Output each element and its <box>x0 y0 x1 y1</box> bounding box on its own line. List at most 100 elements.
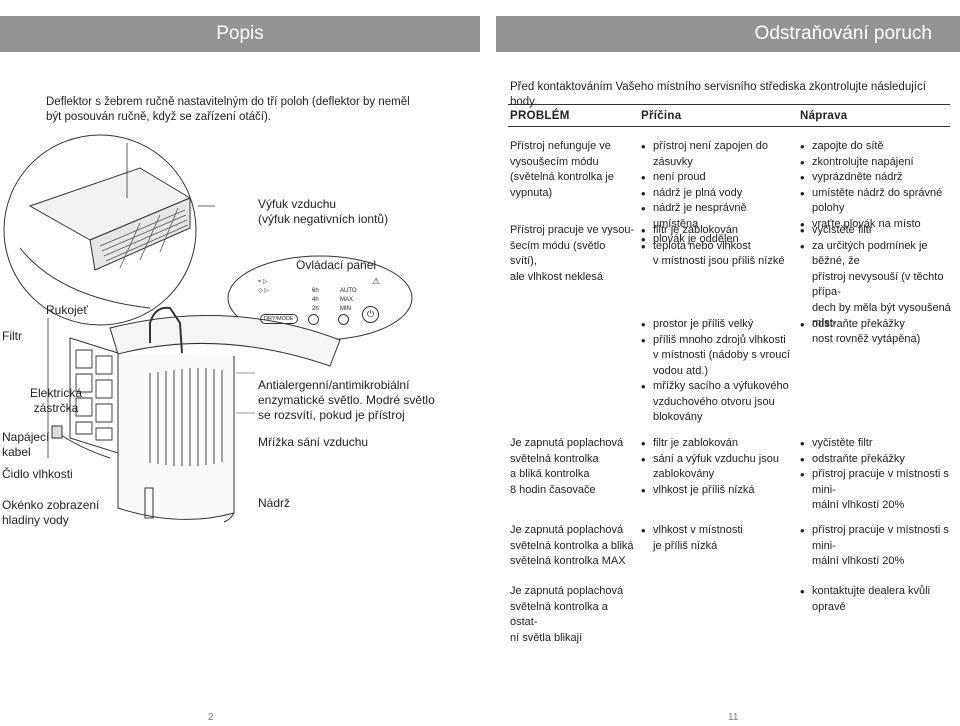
label-air-intake-grille: Mřížka sání vzduchu <box>258 435 369 449</box>
fix-list-item: zkontrolujte napájení <box>800 155 958 171</box>
row-1-problem-cell: Přístroj pracuje ve vysou-šecím módu (sv… <box>510 223 635 285</box>
cause-list-item: nádrž je plná vody <box>641 186 791 202</box>
humidity-button[interactable] <box>338 314 349 325</box>
problem-text-line: (světelná kontrolka je <box>510 171 614 183</box>
header-fix: Náprava <box>800 110 848 122</box>
left-page-title-banner: Popis <box>0 16 480 52</box>
row-0-problem-cell: Přístroj nefunguje ve vysoušecím módu (svě… <box>510 139 635 201</box>
fix-list-item: přístroj nevysouší (v těchto přípa- <box>812 270 944 299</box>
timer-button[interactable] <box>308 314 319 325</box>
left-page-title: Popis <box>216 23 264 44</box>
fix-list-item: vyčistěte filtr <box>800 223 958 239</box>
label-water-window-line2: hladiny vody <box>2 513 69 527</box>
cause-list-item: sání a výfuk vzduchu jsou <box>641 452 791 468</box>
cause-list-item: prostor je příliš velký <box>641 317 791 333</box>
cause-list-item: v místnosti (nádoby s vroucí <box>653 349 790 361</box>
cause-list-item: filtr je zablokován <box>641 436 791 452</box>
panel-mode-max: MAX <box>340 297 354 303</box>
problem-text-line: vypnuta) <box>510 186 553 199</box>
dry-mode-button[interactable]: DRY/MODE <box>260 314 298 324</box>
cause-list-item: přístroj není zapojen do zásuvky <box>641 139 791 170</box>
cause-list-item: filtr je zablokován <box>641 223 791 239</box>
control-panel: ≈ ▷◇ ▷ 6h 4h 2h AUTO MAX MIN ⚠ DRY/MODE … <box>258 276 408 346</box>
cause-list-item: blokovány <box>653 411 703 423</box>
row-1-cause-cell: filtr je zablokovánteplota nebo vlhkostv… <box>641 223 791 270</box>
panel-timer-2h: 2h <box>312 306 319 312</box>
right-page-number: 11 <box>728 712 739 723</box>
warning-icon: ⚠ <box>372 276 381 286</box>
fix-list-item: zapojte do sítě <box>800 139 958 155</box>
problem-text-line: světelná kontrolka <box>510 452 599 465</box>
cause-list-item: vlhkost v místnosti <box>641 523 791 539</box>
row-3-cause-cell: filtr je zablokovánsání a výfuk vzduchu … <box>641 436 791 498</box>
label-air-outlet-line1: Výfuk vzduchu <box>258 197 337 211</box>
panel-mode-labels: AUTO MAX MIN <box>340 287 357 314</box>
panel-timer-6h: 6h <box>312 288 319 294</box>
label-air-outlet: Výfuk vzduchu (výfuk negativních iontů) <box>258 197 388 227</box>
panel-mode-icons: ≈ ▷◇ ▷ <box>258 279 269 294</box>
right-page-title: Odstraňování poruch <box>754 23 932 44</box>
panel-mode-auto: AUTO <box>340 288 357 294</box>
label-plug: Elektrická zástrčka <box>30 386 82 416</box>
fix-list-item: mální vlhkostí 20% <box>812 555 905 567</box>
left-intro: Deflektor s žebrem ručně nastavitelným d… <box>46 96 410 123</box>
cause-list-item: mřížky sacího a výfukového <box>641 379 791 395</box>
label-water-window-line1: Okénko zobrazení <box>2 498 100 512</box>
fix-list-item: kontaktujte dealera kvůli opravě <box>800 584 958 615</box>
row-1-fix-cell: vyčistěte filtrza určitých podmínek je b… <box>800 223 958 347</box>
label-power-cable-line1: Napájecí <box>2 430 50 444</box>
problem-text-line: světelná kontrolka MAX <box>510 555 626 567</box>
label-plug-line1: Elektrická <box>30 386 83 400</box>
row-0-fix-cell: zapojte do sítězkontrolujte napájenívypr… <box>800 139 958 232</box>
fix-list-item: mální vlhkostí 20% <box>812 499 905 511</box>
fix-list-item: přístroj pracuje v místnosti s mini- <box>800 523 958 554</box>
problem-text-line: Přístroj nefunguje ve <box>510 140 611 152</box>
cause-list-item: teplota nebo vlhkost <box>641 239 791 255</box>
power-icon[interactable]: ⏻ <box>362 306 379 323</box>
label-plug-line2: zástrčka <box>33 401 79 415</box>
problem-text-line: vysoušecím módu <box>510 155 599 168</box>
cause-list-item: zablokovány <box>653 468 715 480</box>
label-control-panel: Ovládací panel <box>296 258 377 272</box>
header-problem: PROBLÉM <box>510 110 570 122</box>
problem-text-line: ale vlhkost neklesá <box>510 270 603 283</box>
panel-mode-min: MIN <box>340 306 351 312</box>
label-filter: Filtr <box>2 329 22 343</box>
cause-list-item: v místnosti jsou příliš nízké <box>653 255 785 267</box>
fix-list-item: odstraňte překážky <box>800 452 958 468</box>
label-tank: Nádrž <box>258 496 291 510</box>
header-cause: Příčina <box>641 110 682 122</box>
label-power-cable-line2: kabel <box>2 445 31 459</box>
label-humidity-sensor: Čidlo vlhkosti <box>2 467 73 481</box>
row-3-fix-cell: vyčistěte filtrodstraňte překážkypřístro… <box>800 436 958 514</box>
problem-text-line: šecím módu (světlo svítí), <box>510 239 606 268</box>
row-5-fix-cell: kontaktujte dealera kvůli opravě <box>800 584 958 615</box>
problem-text-line: Přístroj pracuje ve vysou- <box>510 224 635 236</box>
label-power-cable: Napájecí kabel <box>2 430 49 460</box>
panel-timer-labels: 6h 4h 2h <box>312 287 319 314</box>
left-page-number: 2 <box>208 712 214 723</box>
fix-list-item: přístroj pracuje v místnosti s mini- <box>800 467 958 498</box>
label-antiallergen-light: Antialergenní/antimikrobiální enzymatick… <box>258 378 435 422</box>
row-3-problem-cell: Je zapnutá poplachová světelná kontrolka a… <box>510 436 635 498</box>
panel-timer-4h: 4h <box>312 297 319 303</box>
problem-text-line: ní světla blikají <box>510 631 583 644</box>
cause-list-item: vzduchového otvoru jsou <box>653 395 775 408</box>
label-water-window: Okénko zobrazení hladiny vody <box>2 498 99 528</box>
cause-list-item: není proud <box>641 170 791 186</box>
label-air-outlet-line2: (výfuk negativních iontů) <box>258 212 389 226</box>
row-4-fix-cell: přístroj pracuje v místnosti s mini-máln… <box>800 523 958 570</box>
problem-text-line: Je zapnutá poplachová <box>510 585 624 597</box>
fix-list-item: odstraňte překážky <box>800 317 958 333</box>
cause-list-item: vlhkost je příliš nízká <box>641 483 791 499</box>
dehumidifier-illustration <box>0 128 480 548</box>
cause-list-item: je příliš nízká <box>653 539 718 552</box>
problem-text-line: a bliká kontrolka <box>510 468 590 480</box>
problem-text-line: Je zapnutá poplachová <box>510 437 624 449</box>
table-top-rule <box>508 104 950 105</box>
problem-text-line: 8 hodin časovače <box>510 483 596 496</box>
cause-list-item: příliš mnoho zdrojů vlhkosti <box>641 333 791 349</box>
right-intro: Před kontaktováním Vašeho místního servi… <box>510 81 926 108</box>
